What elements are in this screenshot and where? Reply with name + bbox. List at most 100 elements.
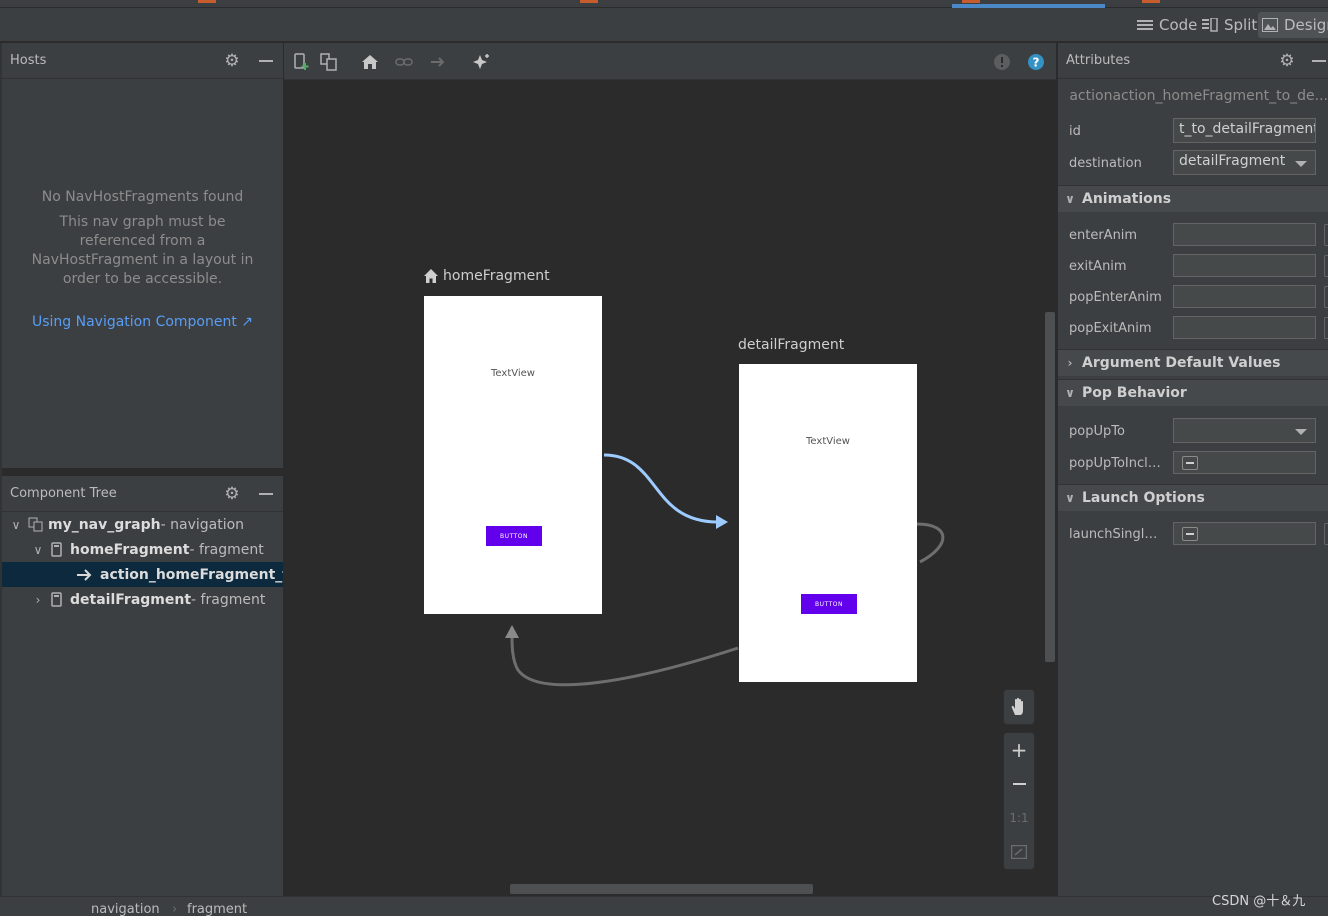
pop-exit-anim-label: popExitAnim	[1069, 320, 1152, 336]
warning-icon[interactable]	[992, 52, 1012, 72]
navigation-docs-link[interactable]: Using Navigation Component ↗	[31, 314, 254, 330]
chevron-down-icon: ∨	[1065, 192, 1075, 206]
hosts-panel-header: Hosts ⚙	[2, 43, 283, 79]
id-label: id	[1069, 123, 1081, 139]
pop-up-to-inclusive-label: popUpToInclu...	[1069, 455, 1163, 471]
deep-link-icon[interactable]	[394, 52, 414, 72]
zoom-to-fit-icon[interactable]	[1004, 835, 1034, 869]
chevron-down-icon[interactable]: ∨	[11, 517, 21, 532]
home-icon[interactable]	[360, 52, 380, 72]
pop-up-to-dropdown[interactable]	[1173, 418, 1316, 443]
pop-enter-anim-label: popEnterAnim	[1069, 289, 1162, 305]
breadcrumb-item[interactable]: fragment	[187, 902, 248, 916]
pan-hand-icon[interactable]	[1004, 690, 1034, 724]
tree-item-action[interactable]: action_homeFragment_to_	[2, 562, 283, 587]
auto-arrange-icon[interactable]	[472, 52, 492, 72]
resource-picker-button[interactable]	[1324, 224, 1328, 246]
minimize-icon[interactable]	[257, 52, 275, 70]
destination-dropdown[interactable]: detailFragment	[1173, 150, 1316, 175]
exit-anim-label: exitAnim	[1069, 258, 1127, 274]
canvas-horizontal-scrollbar[interactable]	[510, 884, 813, 894]
view-mode-bar: Code Split Design	[0, 8, 1328, 42]
tree-item-name: homeFragment	[70, 541, 190, 558]
launch-single-top-row: launchSingleTop	[1058, 520, 1328, 548]
editor-tab-strip	[0, 0, 1328, 8]
minimize-icon[interactable]	[1310, 52, 1328, 70]
resource-picker-button[interactable]	[1324, 523, 1328, 545]
split-view-button[interactable]: Split	[1198, 12, 1261, 38]
pan-control	[1003, 689, 1035, 725]
nested-graph-icon[interactable]	[319, 52, 339, 72]
id-row: id t_to_detailFragment	[1058, 117, 1328, 145]
zoom-out-icon[interactable]	[1004, 767, 1034, 801]
tree-item-nav-graph[interactable]: ∨ my_nav_graph - navigation	[2, 512, 283, 537]
tree-item-name: detailFragment	[70, 591, 192, 608]
zoom-in-icon[interactable]: +	[1010, 738, 1028, 762]
add-action-icon[interactable]	[428, 52, 448, 72]
pop-up-to-row: popUpTo	[1058, 417, 1328, 445]
detail-fragment-label[interactable]: detailFragment	[738, 337, 844, 353]
section-title: Pop Behavior	[1082, 385, 1187, 401]
minimize-icon[interactable]	[257, 485, 275, 503]
new-destination-icon[interactable]	[292, 52, 312, 72]
chevron-down-icon[interactable]: ∨	[33, 542, 43, 557]
enter-anim-field[interactable]	[1173, 223, 1316, 246]
tree-item-type: - fragment	[191, 591, 266, 608]
hosts-title: Hosts	[10, 53, 47, 68]
breadcrumb-separator: ›	[172, 902, 178, 916]
resource-picker-button[interactable]	[1324, 255, 1328, 277]
empty-body-line: referenced from a	[79, 233, 206, 249]
tree-item-name: my_nav_graph	[48, 516, 161, 533]
home-fragment-name: homeFragment	[443, 268, 550, 284]
home-fragment-label[interactable]: homeFragment	[423, 268, 550, 284]
pop-action-arrow[interactable]	[510, 635, 739, 687]
animations-section[interactable]: ∨ Animations	[1058, 185, 1328, 212]
pop-up-to-inclusive-row: popUpToInclu...	[1058, 449, 1328, 477]
pop-behavior-section[interactable]: ∨ Pop Behavior	[1058, 379, 1328, 406]
tree-item-detail-fragment[interactable]: › detailFragment - fragment	[2, 587, 283, 612]
self-action-arrow[interactable]	[916, 522, 945, 564]
zoom-actual-size-button[interactable]: 1:1	[1009, 811, 1029, 825]
id-field[interactable]: t_to_detailFragment	[1173, 118, 1316, 143]
destination-row: destination detailFragment	[1058, 149, 1328, 177]
tristate-checkbox[interactable]	[1182, 527, 1198, 541]
navigation-graph-icon	[28, 517, 43, 533]
detail-fragment-preview[interactable]: TextView BUTTON	[739, 364, 917, 682]
section-title: Animations	[1082, 191, 1172, 207]
pop-exit-anim-field[interactable]	[1173, 316, 1316, 339]
code-view-button[interactable]: Code	[1133, 12, 1201, 38]
resource-picker-button[interactable]	[1324, 286, 1328, 308]
watermark: CSDN @十＆九	[1212, 894, 1306, 909]
argument-defaults-section[interactable]: › Argument Default Values	[1058, 349, 1328, 376]
navigation-graph-canvas[interactable]	[284, 80, 1056, 896]
tristate-checkbox[interactable]	[1182, 456, 1198, 470]
left-tool-stripe	[0, 43, 2, 896]
pop-enter-anim-row: popEnterAnim	[1058, 283, 1328, 311]
design-view-button[interactable]: Design	[1258, 12, 1328, 38]
chevron-down-icon: ∨	[1065, 386, 1075, 400]
gear-icon[interactable]: ⚙	[224, 483, 240, 504]
start-destination-home-icon	[424, 269, 438, 283]
selected-action-arrow[interactable]	[603, 453, 719, 524]
launch-options-section[interactable]: ∨ Launch Options	[1058, 484, 1328, 511]
tab-marker	[1142, 0, 1160, 3]
canvas-vertical-scrollbar[interactable]	[1045, 312, 1055, 662]
chevron-right-icon[interactable]: ›	[35, 592, 41, 607]
tree-item-home-fragment[interactable]: ∨ homeFragment - fragment	[2, 537, 283, 562]
design-view-icon	[1262, 18, 1278, 32]
breadcrumb-item[interactable]: navigation	[91, 902, 160, 916]
gear-icon[interactable]: ⚙	[224, 50, 240, 71]
pop-up-to-label: popUpTo	[1069, 423, 1125, 439]
enter-anim-row: enterAnim	[1058, 221, 1328, 249]
action-arrow-icon	[76, 567, 94, 583]
selected-component-row: actionaction_homeFragment_to_de...	[1058, 82, 1328, 110]
help-icon[interactable]: ?	[1026, 52, 1046, 72]
home-fragment-preview[interactable]: TextView BUTTON	[424, 296, 602, 614]
section-title: Argument Default Values	[1082, 355, 1281, 371]
pop-enter-anim-field[interactable]	[1173, 285, 1316, 308]
selected-component-name: actionaction_homeFragment_to_de...	[1069, 88, 1328, 104]
exit-anim-field[interactable]	[1173, 254, 1316, 277]
gear-icon[interactable]: ⚙	[1279, 50, 1295, 71]
resource-picker-button[interactable]	[1324, 317, 1328, 339]
hosts-panel: Hosts ⚙ No NavHostFragments found This n…	[2, 43, 283, 468]
